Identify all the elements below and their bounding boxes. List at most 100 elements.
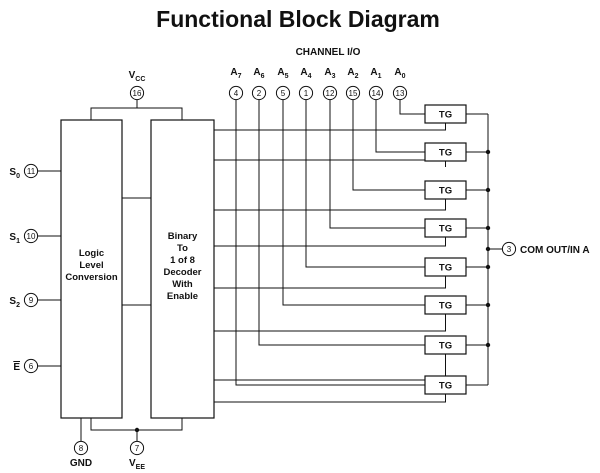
- signal-name: A: [394, 67, 401, 78]
- pin-number: 12: [326, 89, 335, 98]
- decoder-block-text: To: [177, 243, 188, 254]
- gate-label: TG: [439, 110, 452, 121]
- logic-block-text: Conversion: [65, 272, 117, 283]
- vcc-rail: [90, 107, 183, 120]
- pin-circle: [23, 228, 39, 244]
- pin-circle: [129, 85, 145, 101]
- channel-label-A7: A7: [230, 67, 241, 80]
- signal-name: A: [277, 67, 284, 78]
- transmission-gate: TG: [424, 142, 467, 162]
- gate-label: TG: [439, 381, 452, 392]
- pin-number: 5: [281, 89, 286, 98]
- signal-subscript: 6: [261, 73, 265, 80]
- signal-subscript: 2: [355, 73, 359, 80]
- vee-label: VEE: [129, 458, 145, 471]
- channel-wire: [282, 100, 425, 306]
- signal-name: S: [9, 296, 16, 307]
- gate-label: TG: [439, 301, 452, 312]
- gate-box: [424, 180, 467, 200]
- pin-circle: [368, 85, 384, 101]
- transmission-gate: TG: [424, 104, 467, 124]
- pin-circle: [275, 85, 291, 101]
- pin-circle: [228, 85, 244, 101]
- channel-wire: [305, 100, 425, 268]
- vcc-pin: 16: [129, 85, 145, 101]
- gate-box: [424, 104, 467, 124]
- common-output-label: COM OUT/IN A: [520, 245, 590, 256]
- channel-wire: [329, 100, 425, 229]
- input-pin: 6: [23, 358, 39, 374]
- decoder-output-wire: [214, 360, 446, 381]
- gate-label: TG: [439, 186, 452, 197]
- junction-dot: [485, 149, 491, 155]
- decoder-output-wire: [214, 129, 446, 131]
- junction-dot: [485, 187, 491, 193]
- gate-label: TG: [439, 341, 452, 352]
- decoder-block-text: Enable: [167, 291, 198, 302]
- logic-block-text: Level: [79, 260, 103, 271]
- junction-dot: [485, 225, 491, 231]
- channel-wire: [375, 100, 425, 153]
- junction-dot: [485, 264, 491, 270]
- junction-dot: [485, 302, 491, 308]
- channel-label-A6: A6: [253, 67, 264, 80]
- gnd-pin: 8: [73, 440, 89, 456]
- signal-subscript: 2: [16, 302, 20, 309]
- decoder-block-text: 1 of 8: [170, 255, 195, 266]
- signal-name: V: [129, 458, 136, 469]
- channel-pin-A2: 15: [345, 85, 361, 101]
- pin-circle: [23, 292, 39, 308]
- pin-number: 4: [234, 89, 239, 98]
- decoder-output-wire: [214, 400, 446, 403]
- channel-pin-A3: 12: [322, 85, 338, 101]
- transmission-gate: TG: [424, 295, 467, 315]
- vcc-label: VCC: [129, 70, 146, 83]
- pin-number: 9: [29, 296, 34, 305]
- pin-number: 7: [135, 444, 140, 453]
- pin-number: 2: [257, 89, 262, 98]
- pin-circle: [322, 85, 338, 101]
- channel-label-A1: A1: [370, 67, 381, 80]
- pin-circle: [298, 85, 314, 101]
- components: A74A62A55A41A312A215A114A013TGTGTGTGTGTG…: [9, 67, 589, 471]
- pin-number: 1: [304, 89, 309, 98]
- signal-name: A: [370, 67, 377, 78]
- transmission-gate: TG: [424, 257, 467, 277]
- signal-subscript: 7: [238, 73, 242, 80]
- signal-subscript: 5: [285, 73, 289, 80]
- signal-subscript: EE: [136, 464, 146, 471]
- channel-pin-A7: 4: [228, 85, 244, 101]
- channel-wire: [258, 100, 425, 346]
- pin-number: 10: [27, 232, 36, 241]
- input-pin: 11: [23, 163, 39, 179]
- transmission-gate: TG: [424, 218, 467, 238]
- gate-label: TG: [439, 263, 452, 274]
- gate-box: [424, 218, 467, 238]
- junction-dot: [485, 342, 491, 348]
- pin-number: 15: [349, 89, 358, 98]
- pin-circle: [251, 85, 267, 101]
- transmission-gate: TG: [424, 335, 467, 355]
- pin-number: 16: [133, 89, 142, 98]
- gnd-label: GND: [70, 458, 92, 469]
- signal-subscript: 1: [378, 73, 382, 80]
- pin-circle: [73, 440, 89, 456]
- channel-pin-A5: 5: [275, 85, 291, 101]
- channel-wire: [235, 100, 425, 386]
- signal-name: S: [9, 167, 16, 178]
- channel-pin-A4: 1: [298, 85, 314, 101]
- input-label-Ebar: E: [13, 362, 20, 373]
- pin-circle: [501, 241, 517, 257]
- signal-name: A: [347, 67, 354, 78]
- channel-label-A4: A4: [300, 67, 311, 80]
- input-pin: 10: [23, 228, 39, 244]
- pin-number: 11: [27, 167, 36, 176]
- input-label-S2: S2: [9, 296, 20, 309]
- pin-circle: [23, 163, 39, 179]
- gate-box: [424, 335, 467, 355]
- channel-label-A5: A5: [277, 67, 288, 80]
- pin-number: 3: [507, 245, 512, 254]
- channel-label-A0: A0: [394, 67, 405, 80]
- decoder-block-text: Decoder: [163, 267, 201, 278]
